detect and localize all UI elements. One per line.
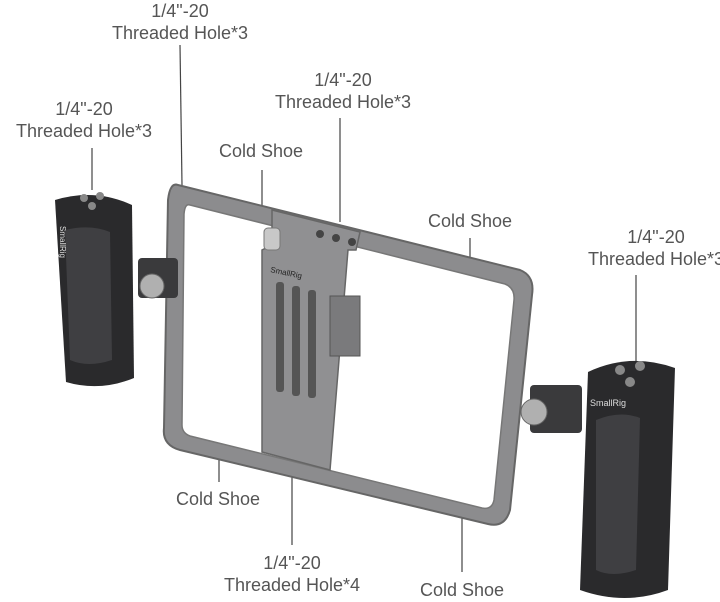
label-cold-shoe-bottom-right: Cold Shoe [420,579,504,601]
label-cold-shoe-top-right: Cold Shoe [428,210,512,232]
label-threaded-hole-left-handle: 1/4"-20 Threaded Hole*3 [16,98,152,142]
label-line: Cold Shoe [218,141,304,161]
label-line: Threaded Hole*3 [111,23,249,43]
label-line: Threaded Hole*3 [274,92,412,112]
phone-clamp: SmallRig [261,209,361,471]
label-threaded-hole-right-handle: 1/4"-20 Threaded Hole*3 [588,226,720,270]
label-threaded-hole-top-center-left: 1/4"-20 Threaded Hole*3 [112,0,248,44]
label-line: Threaded Hole*4 [223,575,361,595]
label-threaded-hole-bottom-center: 1/4"-20 Threaded Hole*4 [224,552,360,596]
label-line: Threaded Hole*3 [15,121,153,141]
right-handle: SmallRig [520,360,675,598]
leader-line [179,44,183,186]
label-line: 1/4"-20 [263,553,321,573]
svg-text:SmallRig: SmallRig [590,398,626,408]
svg-text:SmallRig: SmallRig [58,226,67,258]
label-line: 1/4"-20 [627,227,685,247]
label-line: 1/4"-20 [314,70,372,90]
label-line: Cold Shoe [419,580,505,600]
label-line: 1/4"-20 [151,1,209,21]
label-line: Cold Shoe [175,489,261,509]
label-line: Cold Shoe [427,211,513,231]
label-cold-shoe-bottom-left: Cold Shoe [176,488,260,510]
label-cold-shoe-top-left: Cold Shoe [219,140,303,162]
label-line: 1/4"-20 [55,99,113,119]
left-handle: SmallRig [55,192,178,387]
label-threaded-hole-top-center: 1/4"-20 Threaded Hole*3 [275,69,411,113]
label-line: Threaded Hole*3 [587,249,720,269]
